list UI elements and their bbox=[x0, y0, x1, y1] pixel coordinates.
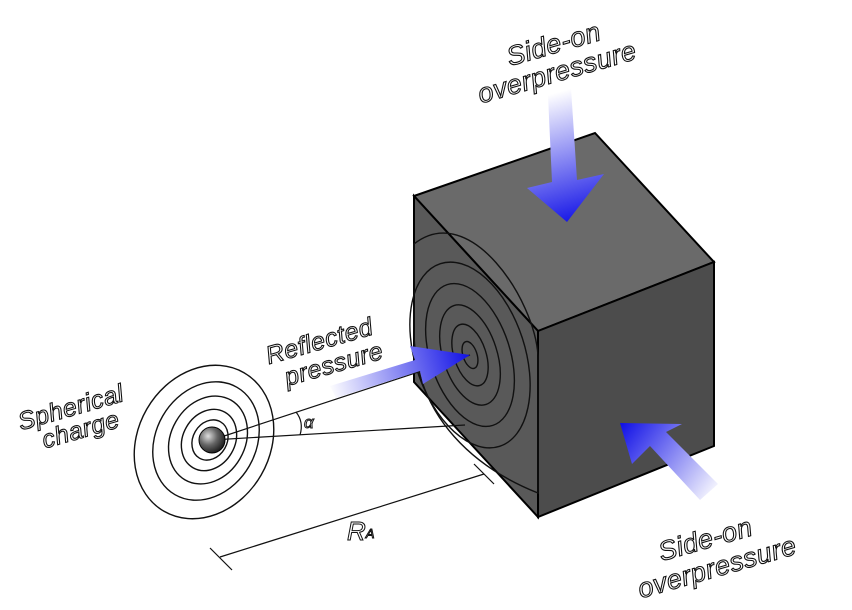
dimension-tick-right bbox=[473, 463, 495, 485]
distance-label: RA bbox=[347, 516, 374, 546]
distance-dimension bbox=[209, 463, 495, 571]
arrow-reflected bbox=[330, 346, 470, 398]
distance-subscript: A bbox=[365, 526, 375, 541]
wave-ring bbox=[133, 364, 275, 520]
wave-ring bbox=[191, 419, 229, 461]
distance-symbol: R bbox=[347, 516, 366, 546]
charge-sphere bbox=[198, 426, 226, 454]
wave-ring bbox=[152, 381, 260, 501]
dimension-tick-left bbox=[209, 547, 233, 571]
angle-label: α bbox=[304, 413, 315, 432]
arrow-side-on-right bbox=[620, 423, 718, 500]
wave-ring bbox=[180, 408, 238, 472]
angle-arc bbox=[295, 411, 302, 436]
dimension-line bbox=[219, 473, 485, 558]
label-charge: Spherical charge bbox=[14, 378, 128, 454]
wave-ring bbox=[167, 395, 249, 485]
charge-wavefronts bbox=[133, 364, 275, 520]
target-cube bbox=[412, 131, 716, 520]
arrow-side-on-top bbox=[527, 88, 604, 222]
label-side-on-bottom: Side-on overpressure bbox=[634, 511, 801, 605]
ray-to-edge bbox=[211, 424, 466, 441]
